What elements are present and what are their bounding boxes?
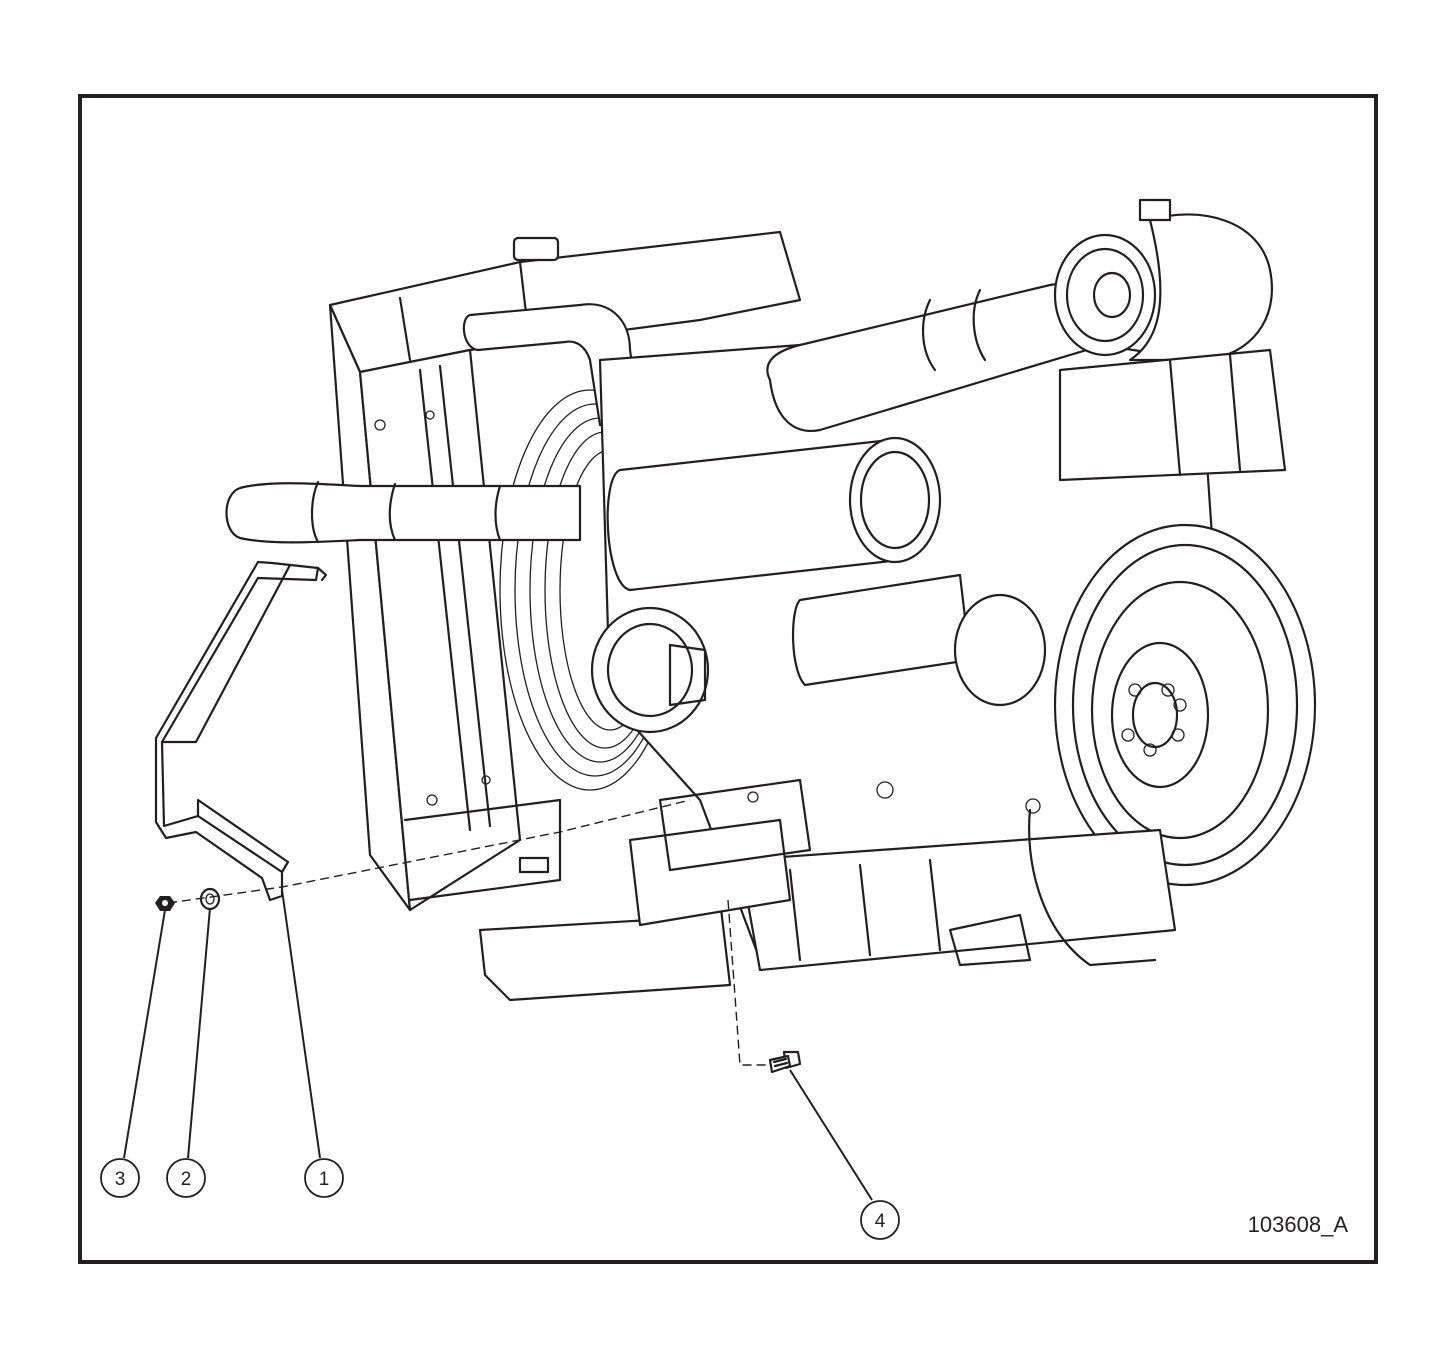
callout-4-label: 4 bbox=[875, 1211, 886, 1232]
engine-assembly bbox=[225, 198, 1317, 1002]
leader-line-2 bbox=[187, 907, 211, 1159]
leader-line-1 bbox=[281, 889, 321, 1159]
assembly-line-bolt bbox=[727, 899, 770, 1066]
callout-1-label: 1 bbox=[319, 1169, 330, 1190]
figure-frame bbox=[78, 94, 1378, 1264]
callout-2-label: 2 bbox=[181, 1169, 192, 1190]
callout-3-label: 3 bbox=[115, 1169, 126, 1190]
callout-1: 1 bbox=[304, 1158, 344, 1198]
part-2-washer[interactable] bbox=[199, 887, 221, 911]
part-3-nut[interactable] bbox=[155, 896, 175, 911]
assembly-line-bracket bbox=[167, 799, 691, 904]
callout-3: 3 bbox=[100, 1158, 140, 1198]
figure-id: 103608_A bbox=[1248, 1212, 1349, 1237]
flywheel bbox=[1053, 523, 1317, 887]
part-4-bolt[interactable] bbox=[768, 1050, 802, 1074]
part-1-bracket[interactable] bbox=[154, 560, 328, 902]
leader-line-3 bbox=[123, 909, 166, 1159]
leader-line-4 bbox=[789, 1069, 873, 1201]
callout-4: 4 bbox=[860, 1200, 900, 1240]
callout-2: 2 bbox=[166, 1158, 206, 1198]
